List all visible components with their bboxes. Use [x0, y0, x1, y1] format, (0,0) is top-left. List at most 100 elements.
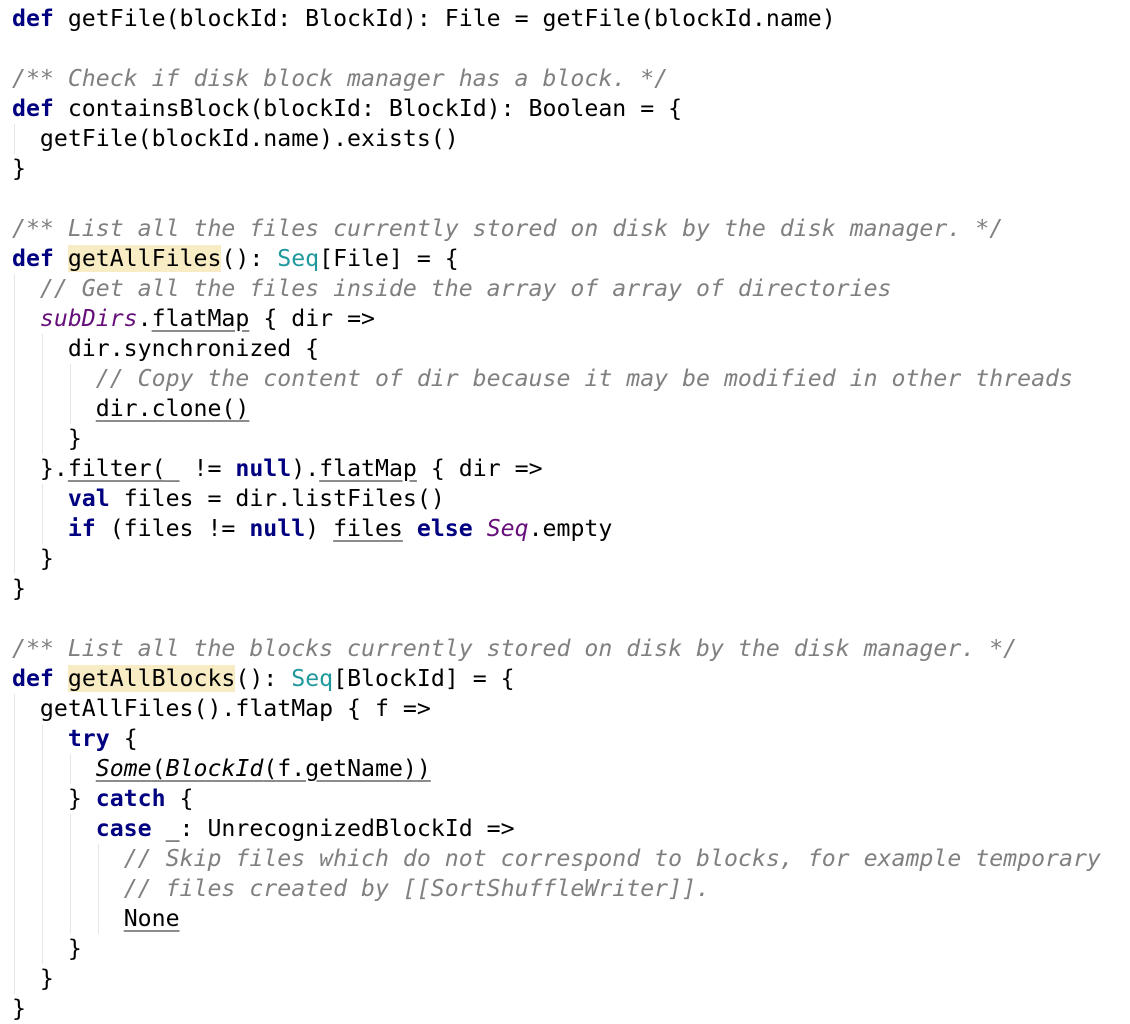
code-token: }	[67, 935, 82, 962]
code-line[interactable]: dir.synchronized {	[12, 334, 1101, 364]
indent-guide	[14, 514, 15, 544]
code-token: /** List all the blocks currently stored…	[12, 635, 1018, 662]
code-token: { dir =>	[249, 305, 375, 332]
code-text: // Skip files which do not correspond to…	[12, 845, 1101, 872]
code-editor[interactable]: def getFile(blockId: BlockId): File = ge…	[12, 4, 1101, 1024]
indent-guide	[14, 364, 15, 394]
code-text: }	[12, 995, 26, 1022]
code-line[interactable]: def getAllFiles(): Seq[File] = {	[12, 244, 1101, 274]
indent-guide	[14, 484, 15, 514]
code-text: // Get all the files inside the array of…	[12, 275, 892, 302]
indent-guide	[14, 334, 15, 364]
code-token: }.	[39, 455, 68, 482]
code-line[interactable]: }	[12, 964, 1101, 994]
indent-guide	[14, 724, 15, 754]
code-line[interactable]: def getAllBlocks(): Seq[BlockId] = {	[12, 664, 1101, 694]
code-line[interactable]	[12, 604, 1101, 634]
code-line[interactable]: /** Check if disk block manager has a bl…	[12, 64, 1101, 94]
code-text: }	[12, 545, 54, 572]
code-text: // Copy the content of dir because it ma…	[12, 365, 1073, 392]
code-line[interactable]	[12, 184, 1101, 214]
code-token: }	[39, 965, 54, 992]
indent-guide	[97, 904, 99, 934]
code-line[interactable]: }	[12, 934, 1101, 964]
indent-guide	[14, 814, 15, 844]
code-token: }	[12, 575, 26, 602]
code-line[interactable]: // Copy the content of dir because it ma…	[12, 364, 1101, 394]
code-line[interactable]: /** List all the blocks currently stored…	[12, 634, 1101, 664]
code-text: None	[12, 905, 180, 932]
code-token: BlockId	[165, 755, 264, 782]
code-text: try {	[12, 725, 138, 752]
code-line[interactable]: getFile(blockId.name).exists()	[12, 124, 1101, 154]
code-line[interactable]: case _: UnrecognizedBlockId =>	[12, 814, 1101, 844]
code-token: .empty	[528, 515, 613, 542]
code-line[interactable]: // Get all the files inside the array of…	[12, 274, 1101, 304]
code-token: getFile(blockId: BlockId): File = getFil…	[53, 5, 836, 32]
code-token: // Skip files which do not correspond to…	[123, 845, 1101, 872]
indent-guide	[14, 904, 15, 934]
code-token: }	[67, 425, 82, 452]
code-token: def	[12, 245, 54, 272]
code-text: dir.synchronized {	[12, 335, 319, 362]
code-token: Seq	[291, 665, 334, 692]
code-line[interactable]: }.filter(_ != null).flatMap { dir =>	[12, 454, 1101, 484]
code-line[interactable]: }	[12, 574, 1101, 604]
code-token: containsBlock(blockId: BlockId): Boolean…	[53, 95, 683, 122]
code-token: Some	[95, 755, 152, 782]
code-token: getAllFiles	[67, 245, 222, 272]
code-token: ():	[221, 245, 278, 272]
code-text: }	[12, 155, 26, 182]
code-text: def getAllBlocks(): Seq[BlockId] = {	[12, 665, 515, 692]
code-text: }	[12, 965, 54, 992]
code-line[interactable]: if (files != null) files else Seq.empty	[12, 514, 1101, 544]
code-line[interactable]: }	[12, 154, 1101, 184]
code-line[interactable]: dir.clone()	[12, 394, 1101, 424]
code-text: }	[12, 425, 82, 452]
code-token	[54, 245, 68, 272]
code-token: )	[305, 515, 334, 542]
code-token: { dir =>	[416, 455, 543, 482]
code-token: dir.clone()	[95, 395, 250, 422]
indent-guide	[41, 484, 43, 514]
code-text: getFile(blockId.name).exists()	[12, 125, 459, 152]
code-text: // files created by [[SortShuffleWriter]…	[12, 875, 710, 902]
code-line[interactable]: def containsBlock(blockId: BlockId): Boo…	[12, 94, 1101, 124]
code-line[interactable]: }	[12, 424, 1101, 454]
code-token: if	[67, 515, 96, 542]
code-line[interactable]: try {	[12, 724, 1101, 754]
code-token: flatMap	[151, 305, 250, 332]
code-line[interactable]: Some(BlockId(f.getName))	[12, 754, 1101, 784]
code-line[interactable]: getAllFiles().flatMap { f =>	[12, 694, 1101, 724]
code-line[interactable]: subDirs.flatMap { dir =>	[12, 304, 1101, 334]
code-token: // Get all the files inside the array of…	[39, 275, 892, 302]
code-line[interactable]: }	[12, 544, 1101, 574]
indent-guide	[41, 844, 43, 874]
code-token: case	[95, 815, 152, 842]
code-text: case _: UnrecognizedBlockId =>	[12, 815, 515, 842]
code-line[interactable]: // files created by [[SortShuffleWriter]…	[12, 874, 1101, 904]
code-line[interactable]: def getFile(blockId: BlockId): File = ge…	[12, 4, 1101, 34]
code-token: _ !=	[165, 455, 236, 482]
code-token: Seq	[486, 515, 529, 542]
code-text: /** List all the files currently stored …	[12, 215, 1003, 242]
code-token: .	[137, 305, 152, 332]
code-token: // Copy the content of dir because it ma…	[95, 365, 1073, 392]
code-token: val	[67, 485, 110, 512]
code-token: subDirs	[39, 305, 138, 332]
code-line[interactable]: // Skip files which do not correspond to…	[12, 844, 1101, 874]
code-token: flatMap	[319, 455, 417, 482]
code-line[interactable]: val files = dir.listFiles()	[12, 484, 1101, 514]
code-line[interactable]: /** List all the files currently stored …	[12, 214, 1101, 244]
code-line[interactable]	[12, 34, 1101, 64]
indent-guide	[97, 844, 99, 874]
indent-guide	[14, 454, 15, 484]
indent-guide	[41, 514, 43, 544]
code-text: }.filter(_ != null).flatMap { dir =>	[12, 455, 543, 482]
code-token: {	[109, 725, 138, 752]
code-line[interactable]: } catch {	[12, 784, 1101, 814]
code-line[interactable]: None	[12, 904, 1101, 934]
code-text: def getAllFiles(): Seq[File] = {	[12, 245, 459, 272]
code-line[interactable]: }	[12, 994, 1101, 1024]
indent-guide	[69, 394, 71, 424]
